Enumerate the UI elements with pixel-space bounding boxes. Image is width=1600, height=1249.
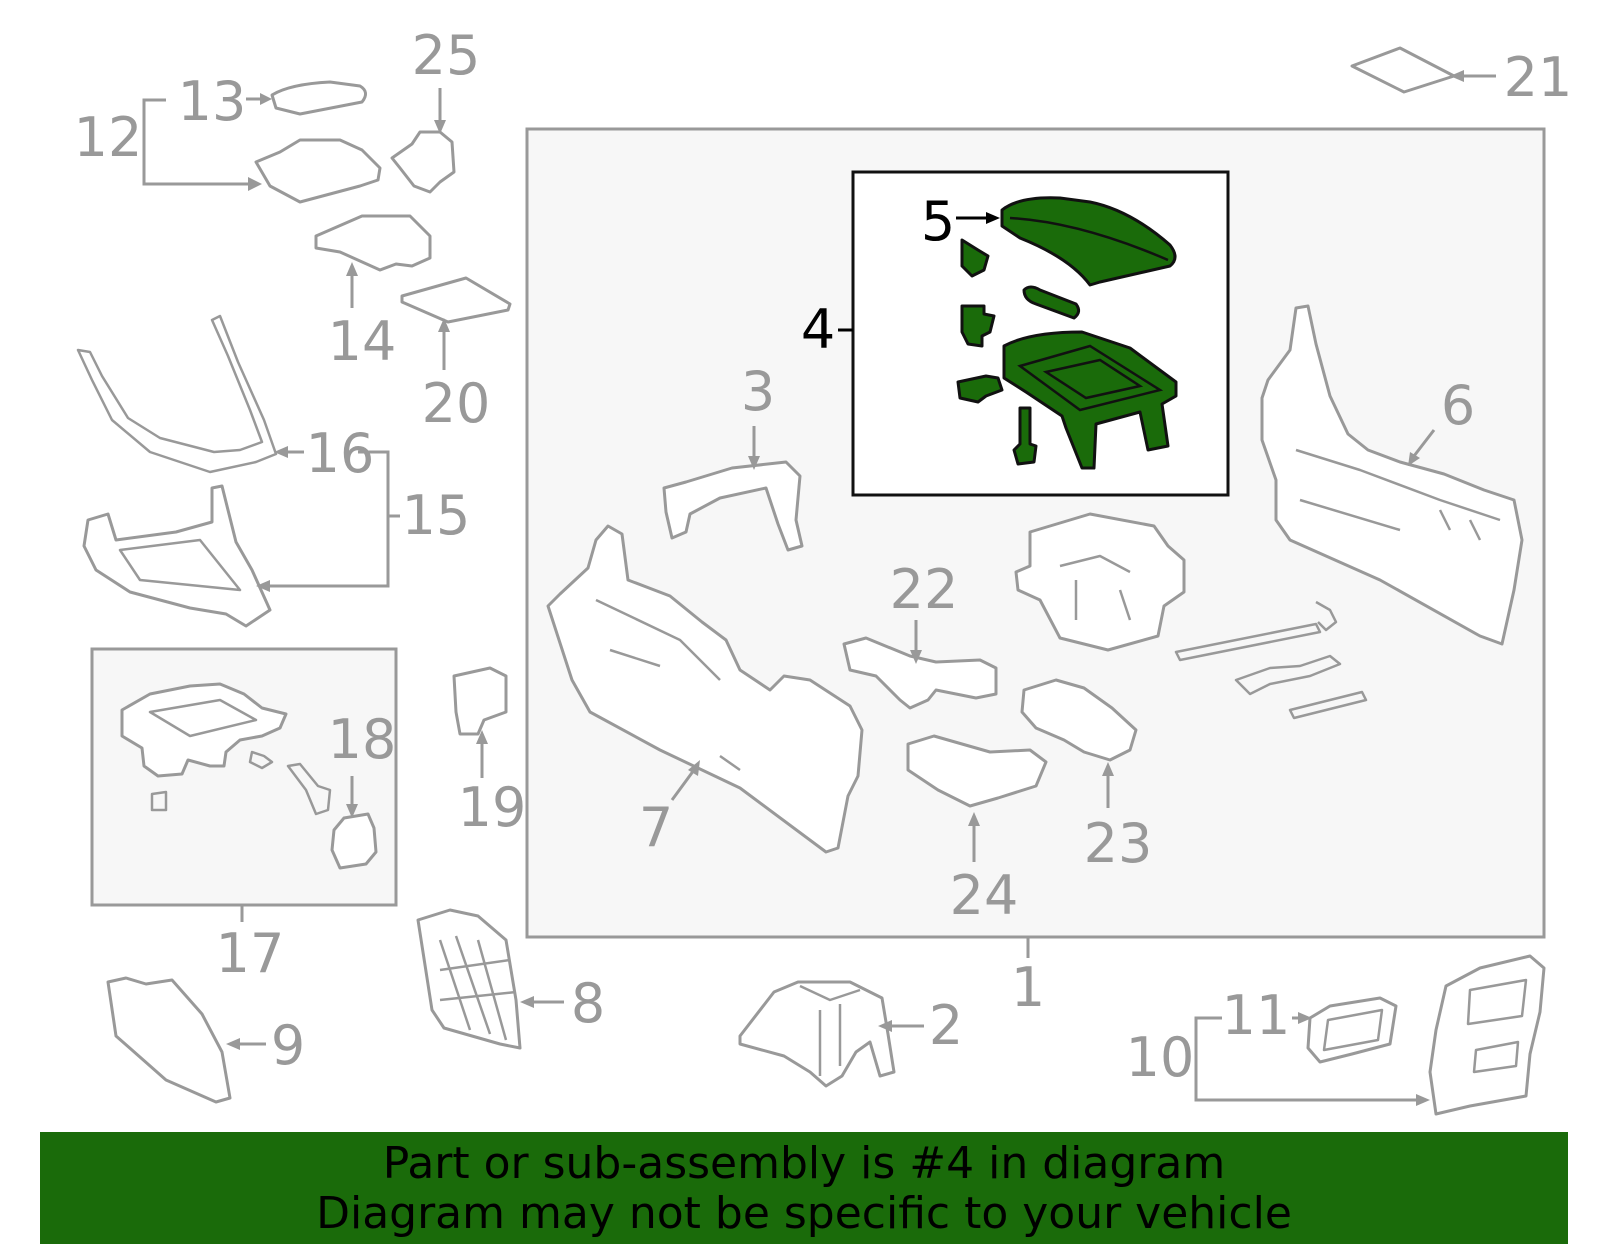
part-10[interactable] — [1428, 954, 1546, 1116]
part-15[interactable] — [82, 484, 272, 628]
console-body[interactable] — [1014, 512, 1186, 652]
part-21[interactable] — [1350, 46, 1456, 94]
callout-12[interactable]: 12 — [74, 106, 143, 169]
callout-2[interactable]: 2 — [929, 994, 963, 1057]
callout-17[interactable]: 17 — [216, 922, 285, 985]
console-rod[interactable] — [1174, 622, 1322, 662]
callout-21[interactable]: 21 — [1504, 46, 1573, 109]
callout-5[interactable]: 5 — [921, 190, 955, 253]
console-clip[interactable] — [1315, 600, 1338, 632]
callout-8[interactable]: 8 — [571, 972, 605, 1035]
part-8[interactable] — [416, 908, 522, 1050]
callout-10[interactable]: 10 — [1126, 1026, 1195, 1089]
callout-16[interactable]: 16 — [306, 422, 375, 485]
callout-15[interactable]: 15 — [402, 484, 471, 547]
callout-3[interactable]: 3 — [741, 360, 775, 423]
part-16[interactable] — [76, 314, 278, 474]
console-strip[interactable] — [1288, 690, 1368, 720]
footer-banner: Part or sub-assembly is #4 in diagram Di… — [40, 1132, 1568, 1244]
callout-22[interactable]: 22 — [890, 558, 959, 621]
part-18[interactable] — [330, 812, 378, 870]
part-23[interactable] — [1020, 678, 1138, 762]
callout-24[interactable]: 24 — [950, 864, 1019, 927]
console-bracket[interactable] — [1234, 654, 1342, 696]
callout-25[interactable]: 25 — [412, 24, 481, 87]
part-19[interactable] — [452, 666, 508, 736]
part-13[interactable] — [270, 80, 367, 116]
callout-14[interactable]: 14 — [328, 310, 397, 373]
part-6[interactable] — [1260, 304, 1524, 646]
callout-4[interactable]: 4 — [801, 298, 835, 361]
callout-23[interactable]: 23 — [1084, 812, 1153, 875]
callout-6[interactable]: 6 — [1441, 374, 1475, 437]
part-17[interactable] — [120, 682, 288, 778]
part-22[interactable] — [842, 636, 998, 710]
part-14[interactable] — [314, 214, 432, 272]
part-3[interactable] — [662, 460, 804, 552]
part-2[interactable] — [738, 980, 896, 1088]
part-20[interactable] — [400, 276, 512, 324]
part-11[interactable] — [1306, 996, 1398, 1064]
callout-18[interactable]: 18 — [328, 708, 397, 771]
callout-1[interactable]: 1 — [1011, 956, 1045, 1019]
callout-13[interactable]: 13 — [178, 70, 247, 133]
callout-20[interactable]: 20 — [422, 372, 491, 435]
part-9[interactable] — [106, 976, 232, 1104]
callout-9[interactable]: 9 — [271, 1014, 305, 1077]
part-25[interactable] — [390, 130, 456, 194]
footer-line-1: Part or sub-assembly is #4 in diagram — [382, 1138, 1226, 1189]
callout-19[interactable]: 19 — [458, 776, 527, 839]
callout-11[interactable]: 11 — [1222, 984, 1291, 1047]
armrest-assembly-part-4[interactable] — [956, 196, 1178, 470]
callout-labels: 1 2 3 4 5 6 7 8 9 10 11 12 13 14 15 16 1… — [74, 24, 1573, 1089]
footer-line-2: Diagram may not be specific to your vehi… — [316, 1188, 1292, 1239]
part-7[interactable] — [546, 524, 864, 854]
leader-lines — [142, 70, 1496, 1106]
callout-7[interactable]: 7 — [639, 796, 673, 859]
part-24[interactable] — [906, 734, 1048, 808]
part-12[interactable] — [254, 138, 382, 204]
